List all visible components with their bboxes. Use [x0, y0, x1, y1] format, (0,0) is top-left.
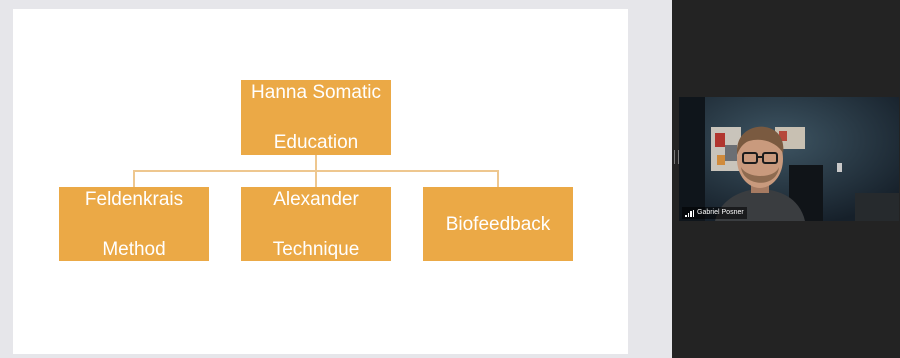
org-box-alexander: Alexander Technique — [241, 187, 391, 261]
connector-vertical-middle — [315, 170, 317, 187]
org-box-biofeedback-line1: Biofeedback — [445, 213, 551, 235]
org-box-feldenkrais: Feldenkrais Method — [59, 187, 209, 261]
org-box-root: Hanna Somatic Education — [241, 80, 391, 155]
screen-share-area: Hanna Somatic Education Feldenkrais Meth… — [13, 9, 628, 354]
org-box-biofeedback: Biofeedback — [423, 187, 573, 261]
org-box-root-line1: Hanna Somatic — [251, 82, 381, 103]
connector-vertical-right — [497, 170, 499, 187]
participant-video-feed — [679, 97, 899, 221]
org-box-alexander-line1: Alexander — [273, 188, 359, 210]
signal-strength-icon — [685, 209, 694, 217]
panel-resize-handle[interactable] — [674, 150, 679, 164]
video-gallery-panel: Gabriel Posner — [672, 0, 900, 358]
participant-video-tile[interactable]: Gabriel Posner — [679, 97, 899, 221]
connector-vertical-root — [315, 154, 317, 171]
connector-vertical-left — [133, 170, 135, 187]
org-box-feldenkrais-line1: Feldenkrais — [84, 188, 184, 210]
org-box-alexander-line2: Technique — [272, 238, 360, 260]
presentation-slide: Hanna Somatic Education Feldenkrais Meth… — [13, 9, 628, 354]
org-box-feldenkrais-line2: Method — [102, 238, 166, 260]
participant-name-tag: Gabriel Posner — [682, 207, 747, 219]
org-box-root-line2: Education — [273, 132, 359, 153]
participant-name: Gabriel Posner — [697, 209, 744, 216]
